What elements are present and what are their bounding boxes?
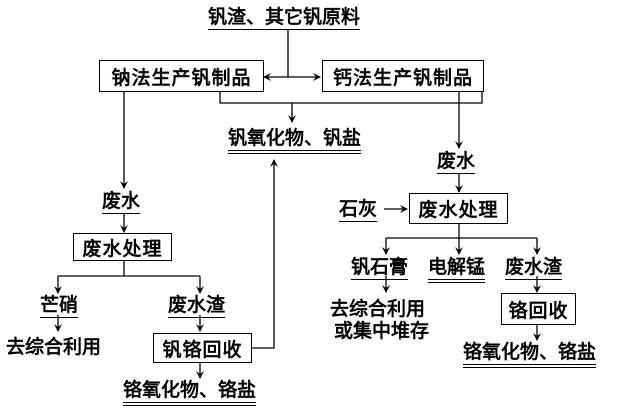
right-treatment-box: 废水处理 (409, 193, 508, 224)
vanadium-chromium-recovery-box: 钒铬回收 (153, 333, 252, 363)
left-wastewater-label: 废水 (102, 190, 141, 214)
gypsum-use-line1: 去综合利用 (330, 298, 426, 320)
sodium-process-box: 钠法生产钒制品 (99, 60, 264, 92)
mirabilite-label: 芒硝 (40, 294, 79, 318)
source-materials-label: 钒渣、其它钒原料 (208, 6, 361, 30)
left-treatment-box: 废水处理 (73, 233, 172, 261)
arrow-recovery-to-vanadium (252, 159, 278, 349)
left-chromium-products-label: 铬氧化物、铬盐 (123, 379, 257, 406)
mirabilite-use-label: 去综合利用 (6, 336, 102, 358)
gypsum-label: 钒石膏 (351, 256, 409, 280)
connector-processes-merge (219, 92, 483, 104)
chromium-recovery-box: 铬回收 (501, 293, 576, 325)
manganese-label: 电解锰 (428, 256, 486, 283)
right-wastewater-label: 废水 (437, 150, 476, 174)
right-residue-label: 废水渣 (505, 256, 563, 280)
left-residue-label: 废水渣 (168, 294, 226, 318)
lime-label: 石灰 (339, 198, 378, 222)
vanadium-products-label: 钒氧化物、钒盐 (228, 127, 362, 154)
calcium-process-box: 钙法生产钒制品 (322, 60, 484, 92)
right-chromium-products-label: 铬氧化物、铬盐 (463, 341, 597, 368)
gypsum-use-line2: 或集中堆存 (334, 320, 430, 342)
